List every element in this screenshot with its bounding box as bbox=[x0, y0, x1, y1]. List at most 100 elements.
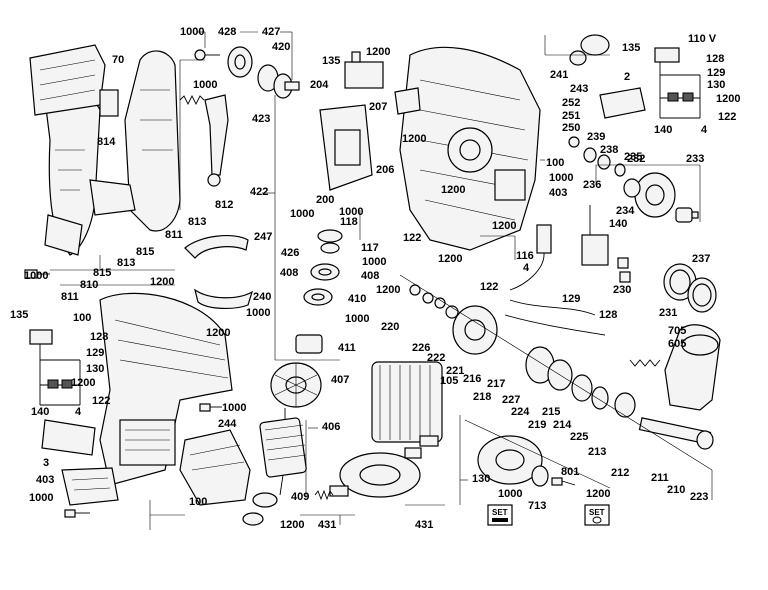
callout-204: 204 bbox=[310, 79, 329, 91]
callout-140: 140 bbox=[609, 218, 627, 230]
callout-1200: 1200 bbox=[150, 276, 174, 288]
callout-100: 100 bbox=[546, 157, 564, 169]
bearing-410 bbox=[303, 288, 333, 306]
callout-815: 815 bbox=[136, 246, 154, 258]
washers-239-235 bbox=[568, 136, 626, 177]
clutch-stack-215 bbox=[452, 305, 636, 418]
switch-lever-812 bbox=[204, 94, 229, 187]
callout-235: 235 bbox=[624, 151, 642, 163]
callout-1200: 1200 bbox=[280, 519, 304, 531]
callout-705: 705 bbox=[668, 325, 686, 337]
callout-411: 411 bbox=[338, 342, 356, 354]
handle-half-left-810 bbox=[44, 94, 101, 256]
switch-135-top bbox=[344, 51, 384, 89]
tool-assembly-100 bbox=[99, 292, 233, 486]
callout-1000: 1000 bbox=[549, 172, 573, 184]
callout-250: 250 bbox=[562, 122, 580, 134]
callout-122: 122 bbox=[718, 111, 736, 123]
tool-holder-211 bbox=[638, 417, 714, 450]
callout-130: 130 bbox=[472, 473, 490, 485]
callout-1000: 1000 bbox=[193, 79, 217, 91]
callout-224: 224 bbox=[511, 406, 530, 418]
callout-403: 403 bbox=[36, 474, 54, 486]
callout-214: 214 bbox=[553, 419, 572, 431]
brackets-247-240 bbox=[184, 235, 254, 309]
callout-219: 219 bbox=[528, 419, 546, 431]
callout-1200: 1200 bbox=[438, 253, 462, 265]
small-washers-220 bbox=[409, 284, 459, 319]
callout-407: 407 bbox=[331, 374, 349, 386]
cover-244 bbox=[179, 429, 251, 506]
set-badge-1200-label: SET bbox=[589, 508, 605, 517]
callout-408: 408 bbox=[361, 270, 379, 282]
callout-210: 210 bbox=[667, 484, 685, 496]
callout-1000: 1000 bbox=[246, 307, 270, 319]
callout-117: 117 bbox=[361, 242, 379, 254]
callout-812: 812 bbox=[215, 199, 233, 211]
callout-223: 223 bbox=[690, 491, 708, 503]
callout-129: 129 bbox=[86, 347, 104, 359]
bearing-427 bbox=[257, 64, 300, 99]
cable-129-128 bbox=[504, 299, 606, 336]
callout-216: 216 bbox=[463, 373, 481, 385]
callout-244: 244 bbox=[218, 418, 237, 430]
callout-135: 135 bbox=[322, 55, 340, 67]
callout-207: 207 bbox=[369, 101, 387, 113]
callout-605: 605 bbox=[668, 338, 686, 350]
gear-ring-237 bbox=[663, 263, 717, 313]
callout-222: 222 bbox=[427, 352, 445, 364]
callout-238: 238 bbox=[600, 144, 618, 156]
chuck-713 bbox=[477, 435, 549, 487]
gear-426 bbox=[317, 229, 343, 254]
screw-1000-top bbox=[194, 49, 220, 61]
callout-116: 116 bbox=[516, 250, 534, 262]
callout-140: 140 bbox=[31, 406, 49, 418]
callout-122: 122 bbox=[403, 232, 421, 244]
callout-232: 232 bbox=[627, 153, 645, 165]
switch-135-left bbox=[29, 329, 53, 345]
callout-431: 431 bbox=[415, 519, 433, 531]
callout-247: 247 bbox=[254, 231, 272, 243]
callout-130: 130 bbox=[707, 79, 725, 91]
set-badge-1000: SET bbox=[487, 504, 513, 526]
screws-1000-lower bbox=[64, 403, 222, 518]
callout-236: 236 bbox=[583, 179, 601, 191]
callout-128: 128 bbox=[90, 331, 108, 343]
callout-213: 213 bbox=[588, 446, 606, 458]
voltage-label: 110 V bbox=[688, 33, 717, 45]
wiring-schematic-right bbox=[654, 47, 701, 119]
callout-1200: 1200 bbox=[366, 46, 390, 58]
callout-129: 129 bbox=[707, 67, 725, 79]
callout-240: 240 bbox=[253, 291, 271, 303]
callout-206: 206 bbox=[376, 164, 394, 176]
callout-810: 810 bbox=[80, 279, 98, 291]
callout-1000: 1000 bbox=[362, 256, 386, 268]
spring-605 bbox=[629, 359, 661, 367]
callout-3: 3 bbox=[43, 457, 49, 469]
callout-2: 2 bbox=[624, 71, 630, 83]
callout-135: 135 bbox=[622, 42, 640, 54]
callout-813: 813 bbox=[188, 216, 206, 228]
callout-200: 200 bbox=[316, 194, 334, 206]
callout-227: 227 bbox=[502, 394, 520, 406]
leader-lines bbox=[50, 31, 713, 530]
callout-130: 130 bbox=[86, 363, 104, 375]
callout-237: 237 bbox=[692, 253, 710, 265]
callout-1200: 1200 bbox=[402, 133, 426, 145]
set-badge-1000-label: SET bbox=[492, 508, 508, 517]
wiring-schematic-left bbox=[39, 344, 81, 406]
callout-815: 815 bbox=[93, 267, 111, 279]
callout-100: 100 bbox=[189, 496, 207, 508]
callout-234: 234 bbox=[616, 205, 635, 217]
callout-4: 4 bbox=[523, 262, 530, 274]
cover-403 bbox=[61, 467, 119, 506]
callout-4: 4 bbox=[701, 124, 708, 136]
screw-1000-left bbox=[24, 269, 50, 279]
gear-housing-100 bbox=[399, 46, 541, 251]
callout-813: 813 bbox=[117, 257, 135, 269]
callout-427: 427 bbox=[262, 26, 280, 38]
callout-118: 118 bbox=[340, 216, 358, 228]
screw-801 bbox=[551, 477, 576, 486]
bushing-411 bbox=[295, 334, 323, 354]
